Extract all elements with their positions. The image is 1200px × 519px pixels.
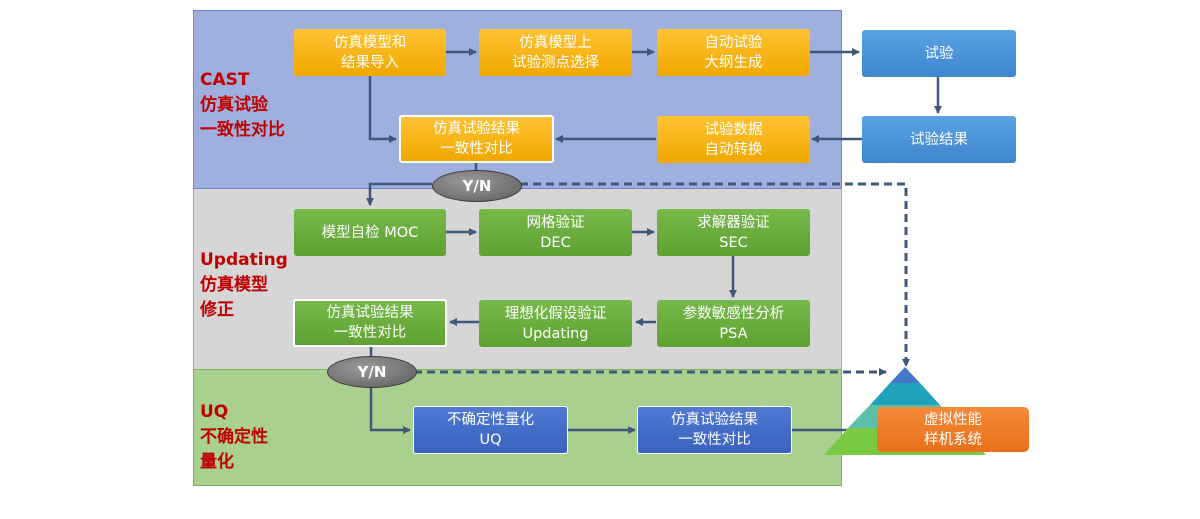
- moc-node: 模型自检 MOC: [294, 209, 446, 256]
- auto-convert-node: 试验数据 自动转换: [657, 116, 810, 163]
- import-node: 仿真模型和 结果导入: [294, 29, 446, 76]
- cast-compare-node: 仿真试验结果 一致性对比: [399, 115, 554, 163]
- updating-compare-node: 仿真试验结果 一致性对比: [293, 299, 447, 347]
- uq-node: 不确定性量化 UQ: [413, 406, 568, 454]
- updating-node: 理想化假设验证 Updating: [479, 300, 632, 347]
- cast-band-label: CAST 仿真试验 一致性对比: [200, 70, 285, 140]
- test-node: 试验: [862, 30, 1016, 77]
- dashed-yn1-to-virtual: [520, 182, 910, 367]
- decision-yn-cast: Y/N: [432, 170, 522, 202]
- uq-band-label: UQ 不确定性 量化: [200, 402, 268, 472]
- psa-node: 参数敏感性分析 PSA: [657, 300, 810, 347]
- arrow-import-to-compare: [368, 76, 397, 143]
- arrow-yn2-to-uq: [369, 386, 411, 434]
- dec-node: 网格验证 DEC: [479, 209, 632, 256]
- uq-compare-node: 仿真试验结果 一致性对比: [637, 406, 792, 454]
- updating-band-label: Updating 仿真模型 修正: [200, 250, 288, 320]
- arrow-yn1-to-moc: [366, 182, 432, 206]
- select-points-node: 仿真模型上 试验测点选择: [479, 29, 632, 76]
- decision-yn-updating: Y/N: [327, 356, 417, 388]
- sec-node: 求解器验证 SEC: [657, 209, 810, 256]
- auto-outline-node: 自动试验 大纲生成: [657, 29, 810, 76]
- test-result-node: 试验结果: [862, 116, 1016, 163]
- virtual-prototype-node: 虚拟性能 样机系统: [877, 407, 1029, 452]
